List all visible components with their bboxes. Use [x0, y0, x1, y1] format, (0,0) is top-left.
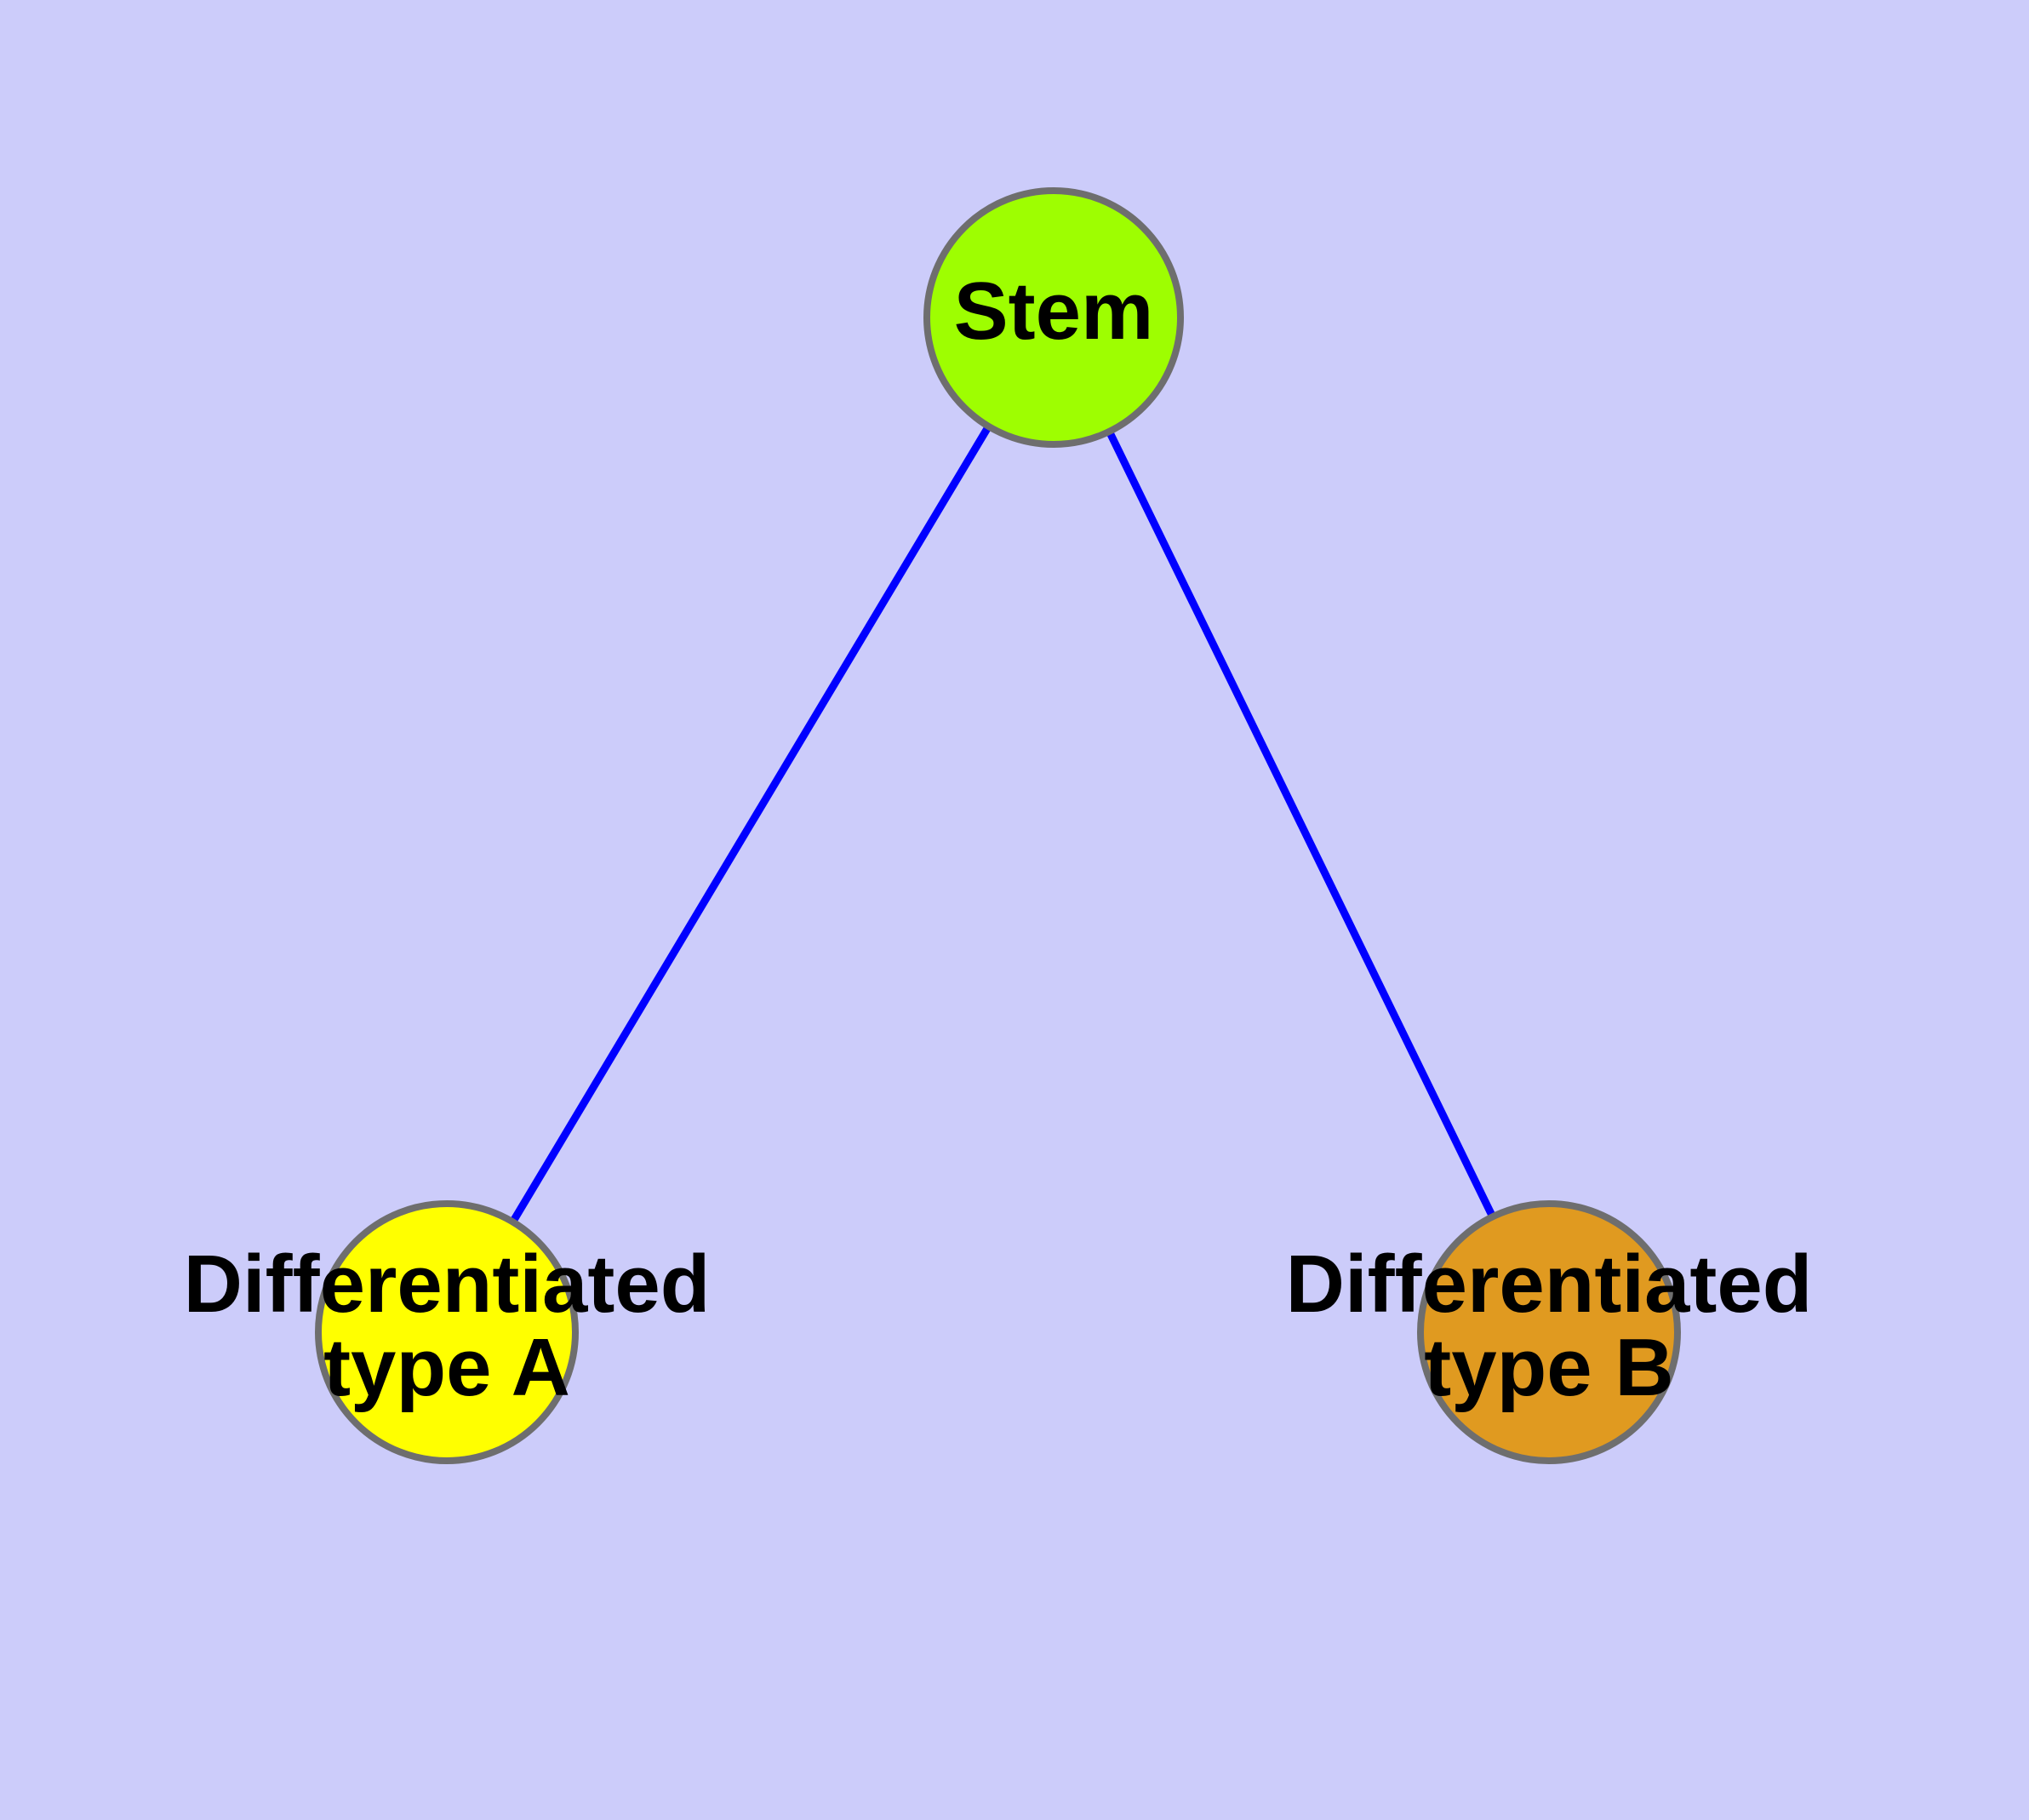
graph-edge-stem-to-b[interactable] [1106, 431, 1495, 1217]
graph-edge-stem-to-a[interactable] [510, 426, 992, 1223]
node-shape-diff_a[interactable] [315, 1200, 579, 1464]
node-label-line: Differentiated [184, 1239, 711, 1330]
node-label-line: type B [1424, 1322, 1673, 1413]
node-label-line: Stem [954, 266, 1154, 357]
node-shape-stem[interactable] [923, 187, 1184, 448]
node-label-line: Differentiated [1286, 1239, 1813, 1330]
node-shape-diff_b[interactable] [1417, 1200, 1681, 1464]
graph-node-stem[interactable]: Stem [923, 187, 1184, 448]
node-label-stem: Stem [954, 266, 1154, 357]
edge-layer [510, 426, 1495, 1223]
node-label-line: type A [323, 1322, 570, 1413]
